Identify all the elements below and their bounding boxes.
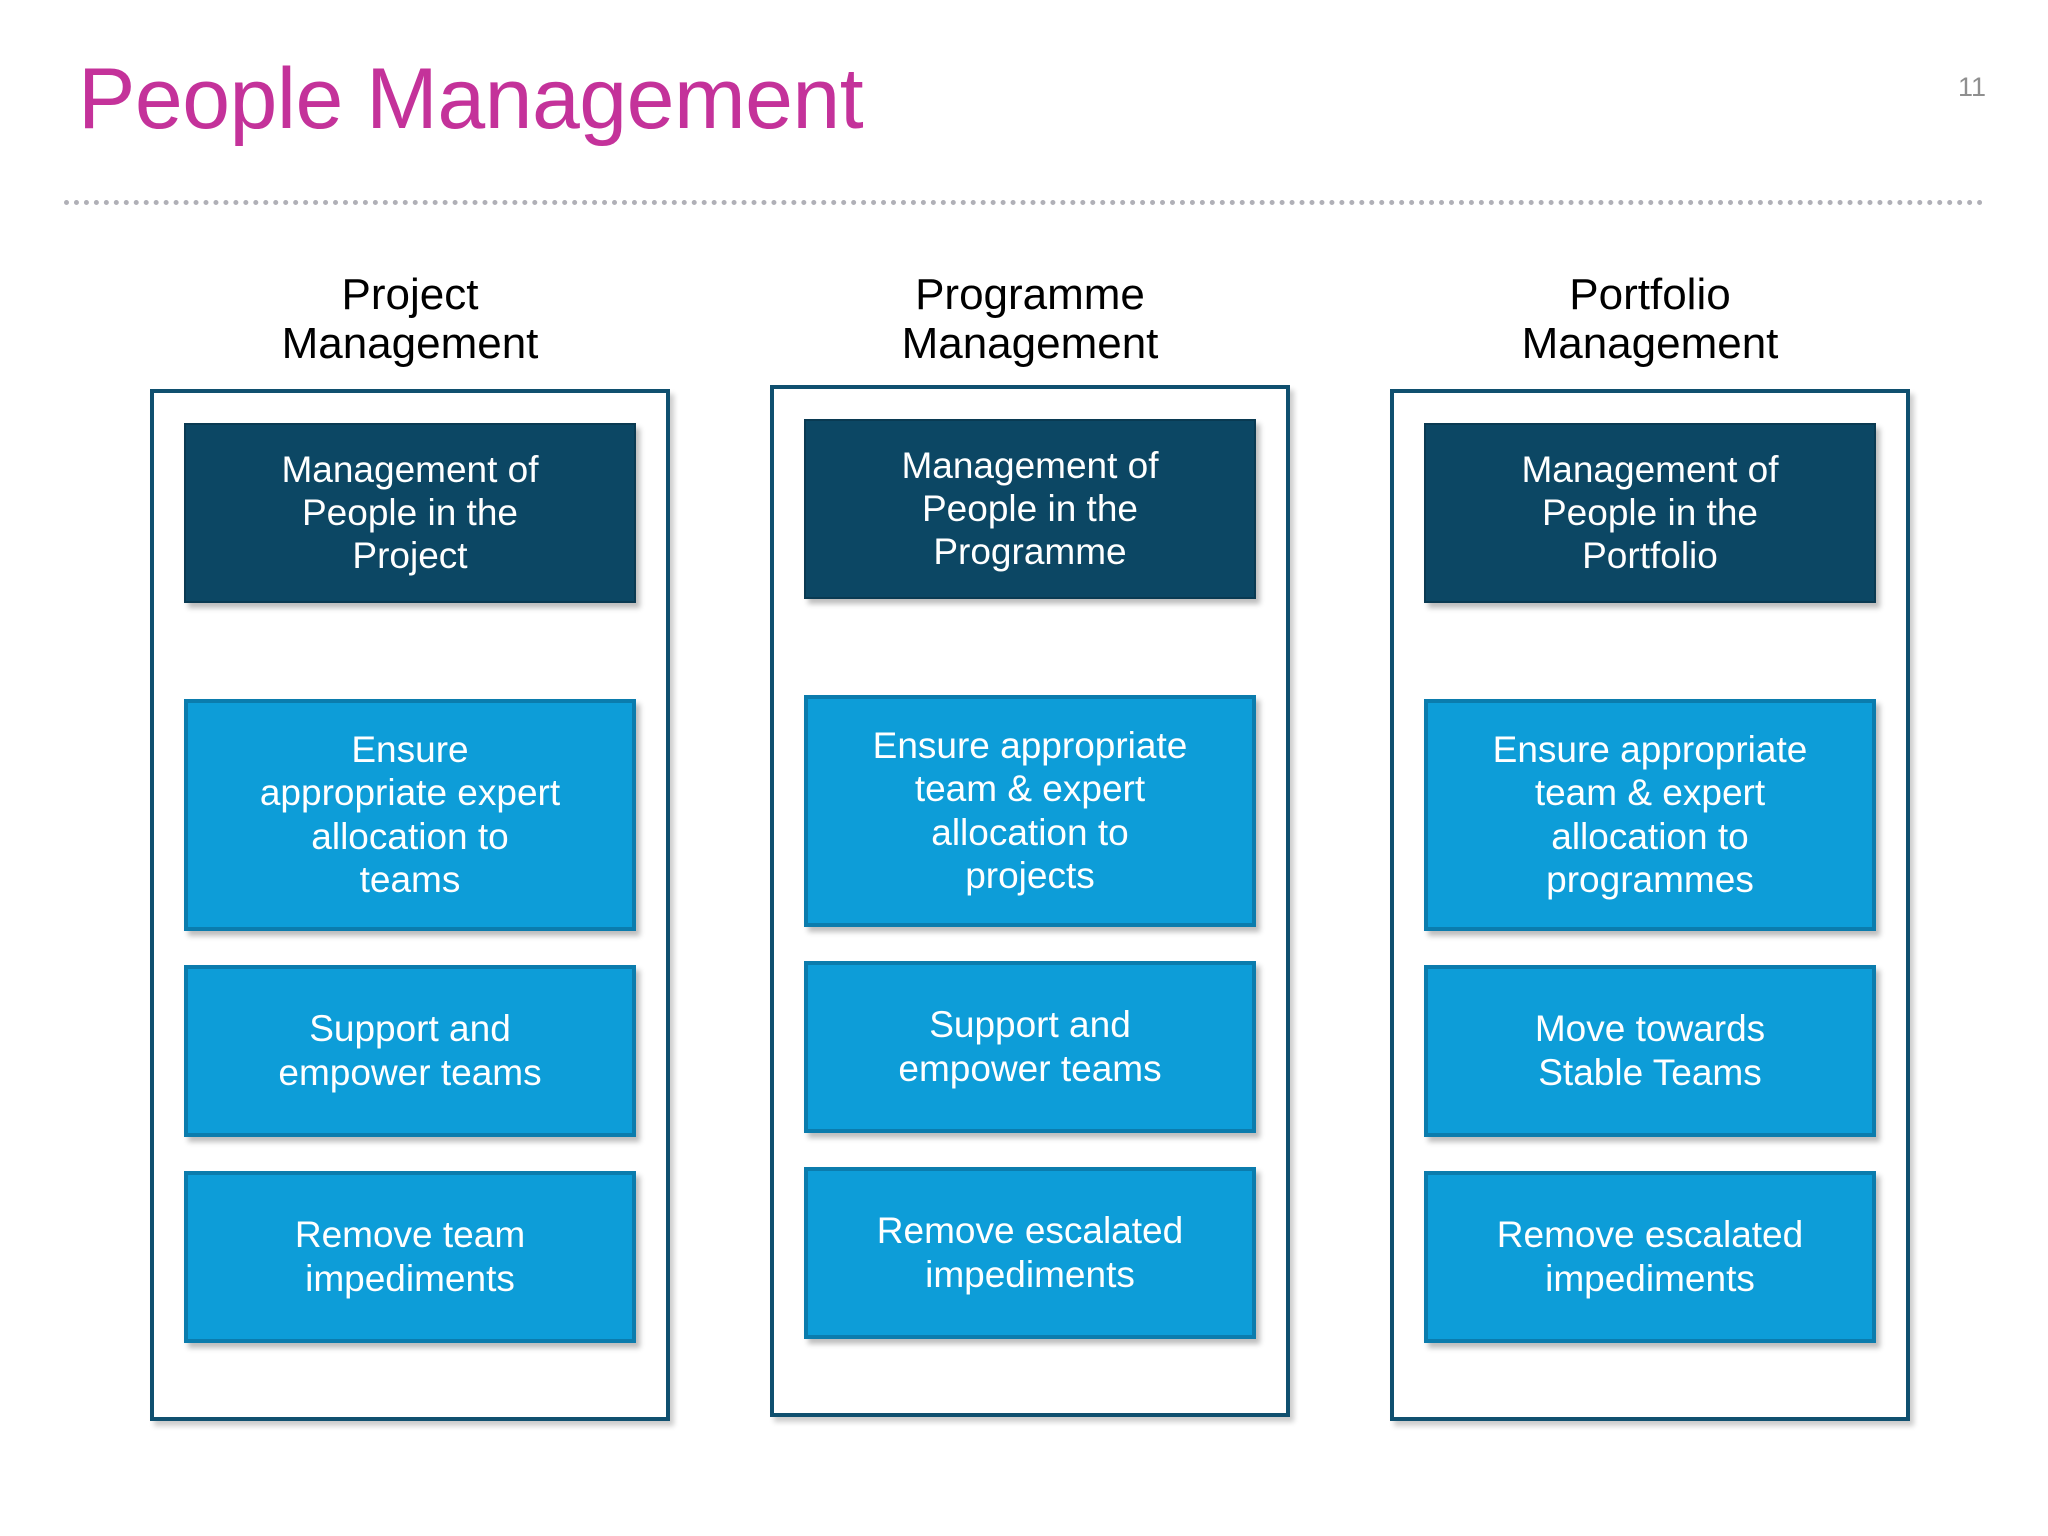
lead-box-portfolio[interactable]: Management of People in the Portfolio	[1424, 422, 1876, 603]
item-box-project-3[interactable]: Remove team impediments	[184, 1170, 636, 1343]
item-box-programme-1[interactable]: Ensure appropriate team & expert allocat…	[804, 694, 1256, 927]
item-box-portfolio-2[interactable]: Move towards Stable Teams	[1424, 964, 1876, 1137]
column-frame-programme: Management of People in the Programme En…	[770, 384, 1290, 1417]
item-box-portfolio-1[interactable]: Ensure appropriate team & expert allocat…	[1424, 698, 1876, 931]
item-box-programme-2[interactable]: Support and empower teams	[804, 960, 1256, 1133]
column-frame-portfolio: Management of People in the Portfolio En…	[1390, 388, 1910, 1421]
spacer	[804, 599, 1256, 695]
lead-box-programme[interactable]: Management of People in the Programme	[804, 418, 1256, 599]
item-box-project-1[interactable]: Ensure appropriate expert allocation to …	[184, 698, 636, 931]
column-frame-project: Management of People in the Project Ensu…	[150, 388, 670, 1421]
column-header-programme: Programme Management	[901, 270, 1159, 369]
spacer	[184, 603, 636, 699]
spacer	[1424, 1137, 1876, 1171]
lead-box-project[interactable]: Management of People in the Project	[184, 422, 636, 603]
column-programme-management: Programme Management Management of Peopl…	[770, 270, 1290, 1417]
page-title: People Management	[78, 51, 864, 147]
three-column-diagram: Project Management Management of People …	[150, 270, 1910, 1450]
spacer	[184, 1137, 636, 1171]
item-box-programme-3[interactable]: Remove escalated impediments	[804, 1166, 1256, 1339]
item-box-project-2[interactable]: Support and empower teams	[184, 964, 636, 1137]
column-portfolio-management: Portfolio Management Management of Peopl…	[1390, 270, 1910, 1421]
column-header-project: Project Management	[281, 270, 539, 369]
spacer	[804, 927, 1256, 961]
spacer	[1424, 931, 1876, 965]
item-box-portfolio-3[interactable]: Remove escalated impediments	[1424, 1170, 1876, 1343]
column-header-portfolio: Portfolio Management	[1521, 270, 1779, 369]
page-number: 11	[1957, 72, 1986, 102]
column-project-management: Project Management Management of People …	[150, 270, 670, 1421]
spacer	[804, 1133, 1256, 1167]
spacer	[1424, 603, 1876, 699]
header-divider	[64, 200, 1984, 205]
spacer	[184, 931, 636, 965]
